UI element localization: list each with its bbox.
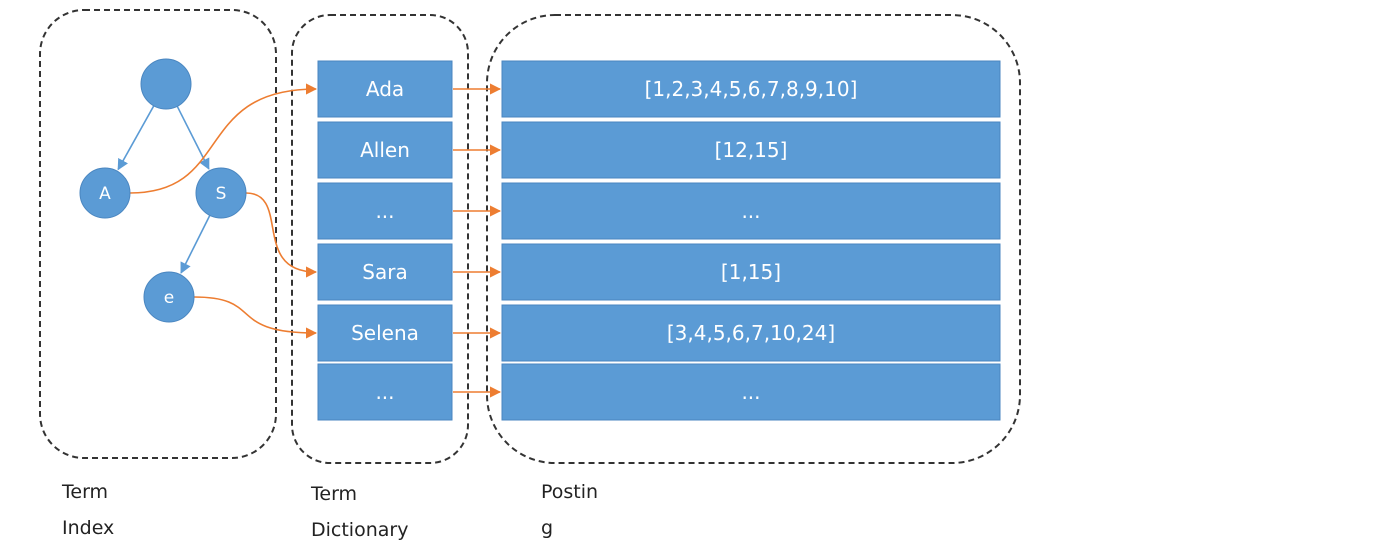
- term-box-4: [317, 304, 453, 362]
- term-box-3: [317, 243, 453, 301]
- tree-node-a: [79, 167, 131, 219]
- tree-node-label-a: A: [99, 184, 111, 204]
- term-dictionary-caption: Term Dictionary: [311, 476, 408, 548]
- term-label-5: ...: [375, 380, 394, 404]
- postings-container: [486, 14, 1021, 464]
- term-box-5: [317, 363, 453, 421]
- tree-node-label-s: S: [216, 184, 227, 204]
- term-dictionary-caption-line2: Dictionary: [311, 519, 409, 541]
- posting-label-2: ...: [741, 199, 760, 223]
- term-box-0: [317, 60, 453, 118]
- posting-box-5: [501, 363, 1001, 421]
- posting-label-3: [1,15]: [721, 260, 781, 284]
- tree-node-root: [140, 58, 192, 110]
- posting-box-1: [501, 121, 1001, 179]
- index-link-arrow-e: [193, 296, 318, 339]
- posting-box-2: [501, 182, 1001, 240]
- tree-edge-s-e: [180, 215, 211, 274]
- tree-edge-root-a: [117, 105, 155, 171]
- term-index-caption: Term Index: [62, 474, 114, 546]
- term-label-4: Selena: [351, 321, 419, 345]
- tree-node-s: [195, 167, 247, 219]
- posting-label-5: ...: [741, 380, 760, 404]
- link-arrows: [129, 83, 318, 339]
- term-label-1: Allen: [360, 138, 410, 162]
- posting-box-0: [501, 60, 1001, 118]
- posting-label-0: [1,2,3,4,5,6,7,8,9,10]: [645, 77, 858, 101]
- posting-label-4: [3,4,5,6,7,10,24]: [667, 321, 835, 345]
- postings-boxes: [1,2,3,4,5,6,7,8,9,10] [12,15]... [1,15] [3…: [501, 60, 1001, 421]
- term-label-2: ...: [375, 199, 394, 223]
- tree-node-label-e: e: [164, 288, 174, 308]
- term-box-1: [317, 121, 453, 179]
- row-arrows: [453, 83, 502, 398]
- term-index-container: [39, 9, 277, 459]
- index-link-arrow-s: [245, 192, 318, 278]
- tree-node-e: [143, 271, 195, 323]
- term-index-caption-line1: Term: [62, 481, 109, 503]
- term-dictionary-caption-line1: Term: [311, 483, 358, 505]
- term-index-nodes: A Se: [79, 58, 247, 323]
- term-index-caption-line2: Index: [62, 517, 115, 539]
- postings-caption-line2: g: [541, 517, 554, 539]
- postings-caption-line1: Postin: [541, 481, 599, 503]
- posting-label-1: [12,15]: [715, 138, 788, 162]
- tree-edge-root-s: [176, 105, 210, 170]
- term-label-0: Ada: [366, 77, 404, 101]
- index-link-arrow-a: [129, 83, 318, 194]
- term-label-3: Sara: [362, 260, 407, 284]
- postings-caption: Postin g: [541, 474, 598, 546]
- posting-box-4: [501, 304, 1001, 362]
- posting-box-3: [501, 243, 1001, 301]
- term-dictionary-container: [291, 14, 469, 464]
- term-box-2: [317, 182, 453, 240]
